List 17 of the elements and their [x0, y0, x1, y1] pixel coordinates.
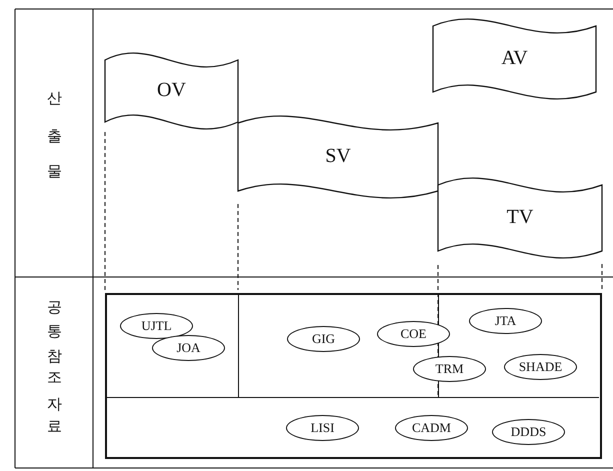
row-heading: 산출물	[45, 80, 64, 191]
reference-ellipse: LISI	[286, 414, 359, 440]
bordered-panel	[105, 293, 602, 459]
reference-ellipse: CADM	[395, 414, 468, 440]
reference-ellipse: COE	[377, 320, 450, 346]
reference-ellipse: JOA	[152, 334, 225, 360]
view-label: OV	[156, 79, 187, 102]
reference-ellipse: UJTL	[120, 312, 193, 338]
reference-ellipse: DDDS	[492, 418, 565, 444]
view-label: TV	[506, 206, 534, 229]
reference-ellipse: SHADE	[504, 354, 577, 380]
reference-ellipse: TRM	[413, 356, 486, 382]
reference-ellipse: JTA	[469, 308, 542, 334]
view-label: SV	[324, 145, 352, 168]
row-heading: 공통참조자료	[45, 290, 64, 434]
reference-ellipse: GIG	[287, 326, 360, 352]
view-label: AV	[500, 47, 529, 70]
